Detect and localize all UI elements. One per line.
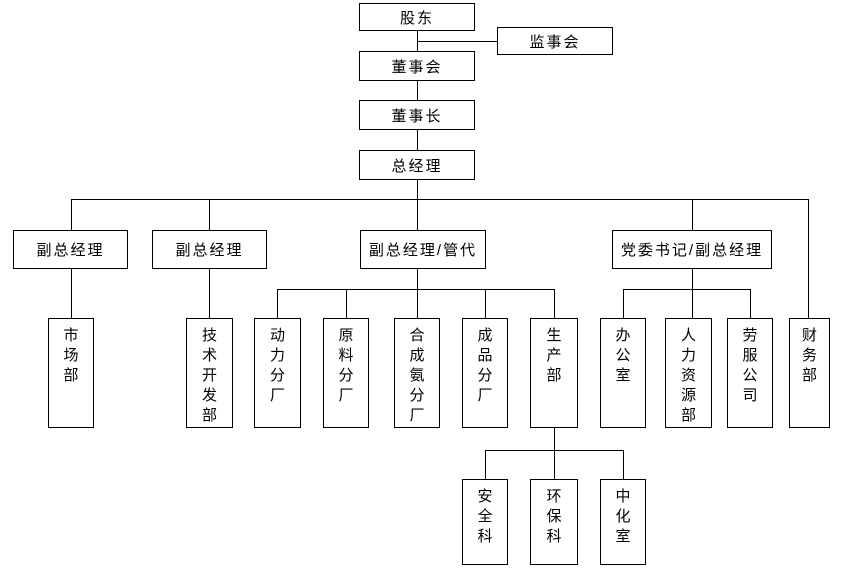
connector-vertical — [554, 289, 555, 318]
org-node-label: 董事会 — [391, 58, 443, 76]
connector-vertical — [692, 199, 693, 230]
org-node-label: 劳服公司 — [742, 327, 758, 404]
connector-vertical — [623, 450, 624, 479]
org-node-labor-service-company: 劳服公司 — [727, 318, 773, 428]
connector-vertical — [692, 289, 693, 318]
org-node-marketing-dept: 市场部 — [48, 318, 94, 428]
org-node-board-of-directors: 董事会 — [359, 51, 475, 81]
connector-vertical — [417, 269, 418, 289]
connector-vertical — [71, 269, 72, 318]
org-node-shareholders: 股东 — [359, 3, 475, 31]
connector-vertical — [346, 289, 347, 318]
org-node-deputy-gm-mgmt-rep: 副总经理/管代 — [360, 230, 486, 269]
org-node-label: 原料分厂 — [338, 327, 354, 404]
org-node-finance-dept: 财务部 — [789, 318, 830, 428]
connector-vertical — [417, 180, 418, 230]
org-node-safety-section: 安全科 — [462, 479, 508, 565]
org-node-general-manager: 总经理 — [359, 150, 475, 180]
org-node-label: 安全科 — [477, 488, 493, 545]
connector-vertical — [417, 130, 418, 150]
org-node-deputy-gm-2: 副总经理 — [152, 230, 267, 269]
connector-vertical — [554, 450, 555, 479]
connector-vertical — [623, 289, 624, 318]
org-node-label: 党委书记/副总经理 — [620, 242, 764, 259]
connector-vertical — [209, 269, 210, 318]
org-node-label: 合成氨分厂 — [409, 327, 425, 424]
org-node-admin-office: 办公室 — [600, 318, 646, 428]
connector-horizontal — [417, 41, 497, 42]
org-node-deputy-gm-1: 副总经理 — [13, 230, 128, 269]
org-node-label: 副总经理 — [36, 242, 105, 259]
org-node-label: 人力资源部 — [680, 327, 696, 424]
org-node-party-secretary-deputy-gm: 党委书记/副总经理 — [612, 230, 772, 269]
org-node-label: 总经理 — [391, 157, 443, 175]
org-node-label: 生产部 — [546, 327, 562, 384]
org-node-finished-goods-plant: 成品分厂 — [462, 318, 508, 428]
connector-vertical — [417, 289, 418, 318]
org-node-hr-dept: 人力资源部 — [665, 318, 712, 428]
connector-vertical — [692, 269, 693, 289]
org-node-label: 技术开发部 — [201, 327, 217, 424]
org-node-label: 动力分厂 — [269, 327, 285, 404]
connector-vertical — [808, 199, 809, 318]
org-node-chairman: 董事长 — [359, 100, 475, 130]
org-node-supervisory-board: 监事会 — [497, 27, 613, 55]
org-node-label: 成品分厂 — [477, 327, 493, 404]
org-node-label: 副总经理/管代 — [368, 242, 478, 259]
connector-vertical — [485, 289, 486, 318]
connector-horizontal — [71, 199, 809, 200]
org-node-central-lab: 中化室 — [600, 479, 646, 565]
org-node-tech-dev-dept: 技术开发部 — [186, 318, 233, 428]
org-node-environment-section: 环保科 — [530, 479, 578, 565]
org-node-label: 财务部 — [801, 327, 817, 384]
org-node-label: 办公室 — [615, 327, 631, 384]
org-node-production-dept: 生产部 — [530, 318, 578, 428]
org-node-label: 环保科 — [546, 488, 562, 545]
connector-vertical — [750, 289, 751, 318]
org-node-raw-material-plant: 原料分厂 — [323, 318, 369, 428]
connector-vertical — [209, 199, 210, 230]
connector-horizontal — [277, 289, 555, 290]
org-node-label: 监事会 — [529, 33, 581, 51]
org-node-label: 市场部 — [63, 327, 79, 384]
connector-vertical — [277, 289, 278, 318]
org-node-power-plant: 动力分厂 — [254, 318, 301, 428]
connector-horizontal — [623, 289, 751, 290]
connector-vertical — [417, 81, 418, 100]
org-node-label: 董事长 — [391, 107, 443, 125]
org-node-label: 股东 — [399, 9, 434, 27]
org-node-label: 中化室 — [615, 488, 631, 545]
org-node-ammonia-plant: 合成氨分厂 — [394, 318, 440, 428]
connector-vertical — [71, 199, 72, 230]
connector-vertical — [485, 450, 486, 479]
org-node-label: 副总经理 — [175, 242, 244, 259]
connector-vertical — [554, 428, 555, 450]
